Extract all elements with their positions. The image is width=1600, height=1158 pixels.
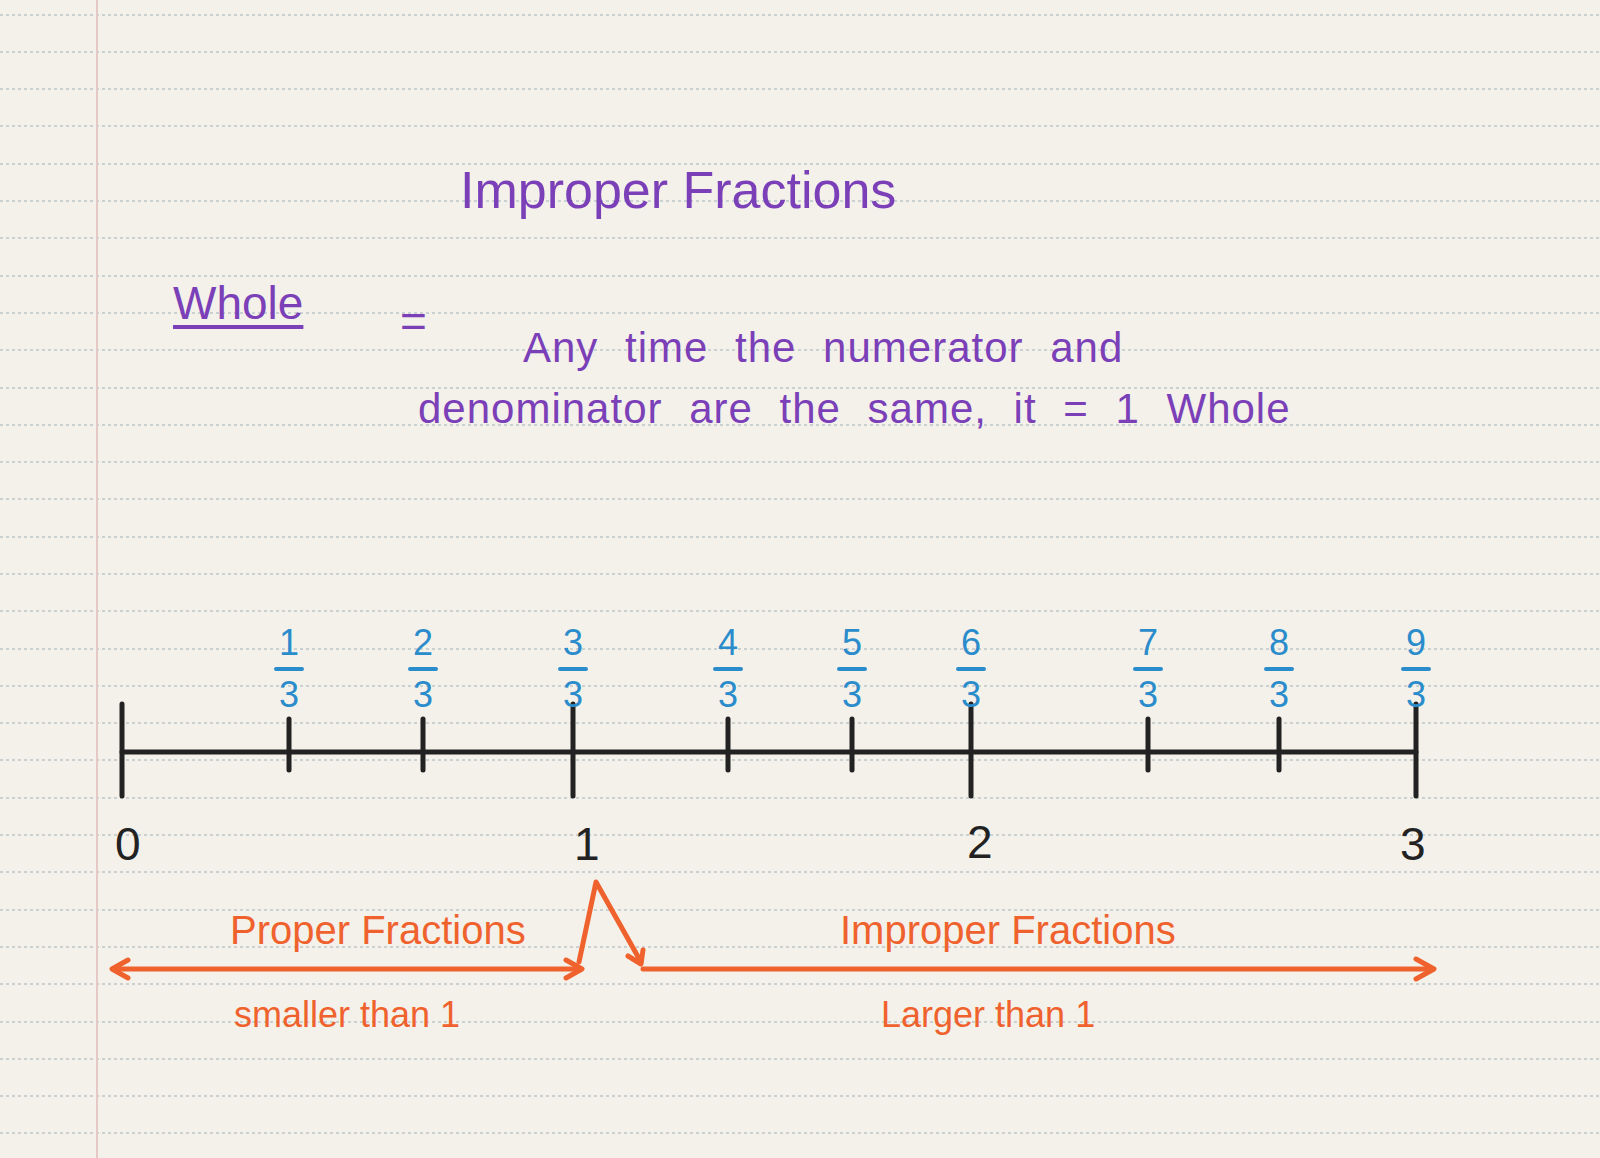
range-note: Larger than 1 [881, 993, 1095, 1036]
fraction-numerator: 4 [718, 621, 738, 664]
ruled-line [0, 275, 1600, 277]
range-arrows [112, 882, 1434, 979]
number-line [122, 704, 1416, 796]
ruled-line [0, 610, 1600, 612]
ruled-line [0, 685, 1600, 687]
fraction-numerator: 3 [563, 621, 583, 664]
fraction-bars [276, 667, 1429, 671]
ruled-line [0, 237, 1600, 239]
line-spacer [1278, 317, 1578, 378]
fraction-numerator: 2 [413, 621, 433, 664]
page-title: Improper Fractions [460, 159, 896, 221]
fraction-denominator: 3 [1269, 673, 1289, 716]
fraction-denominator: 3 [563, 673, 583, 716]
ruled-line [0, 1058, 1600, 1060]
ruled-line [0, 871, 1600, 873]
ruled-line [0, 125, 1600, 127]
axis-number: 0 [115, 817, 141, 872]
axis-number: 3 [1400, 817, 1426, 872]
fraction-denominator: 3 [842, 673, 862, 716]
range-label: Improper Fractions [840, 906, 1176, 954]
fraction-numerator: 6 [961, 621, 981, 664]
ruled-line [0, 88, 1600, 90]
fraction-denominator: 3 [961, 673, 981, 716]
fraction-denominator: 3 [279, 673, 299, 716]
fraction-numerator: 9 [1406, 621, 1426, 664]
definition-note: Any time the numerator and denominator a… [418, 317, 1578, 439]
fraction-numerator: 8 [1269, 621, 1289, 664]
axis-number: 1 [574, 817, 600, 872]
axis-number: 2 [967, 815, 993, 870]
equals-sign: = [400, 294, 427, 349]
fraction-numerator: 7 [1138, 621, 1158, 664]
ruled-line [0, 1132, 1600, 1134]
term-word: Whole [173, 276, 303, 331]
fraction-numerator: 1 [279, 621, 299, 664]
ruled-line [0, 648, 1600, 650]
ruled-line [0, 573, 1600, 575]
ruled-line [0, 536, 1600, 538]
ruled-line [0, 834, 1600, 836]
ruled-line [0, 498, 1600, 500]
ruled-lines [0, 15, 1600, 1133]
ruled-line [0, 51, 1600, 53]
ruled-line [0, 461, 1600, 463]
fraction-denominator: 3 [718, 673, 738, 716]
ruled-line [0, 983, 1600, 985]
fraction-denominator: 3 [1406, 673, 1426, 716]
margin-line [96, 0, 98, 1158]
ruled-line [0, 797, 1600, 799]
range-note: smaller than 1 [234, 993, 460, 1036]
ruled-line [0, 759, 1600, 761]
definition-text: Any time the numerator and denominator a… [418, 324, 1291, 432]
ruled-line [0, 722, 1600, 724]
fraction-numerator: 5 [842, 621, 862, 664]
fraction-denominator: 3 [413, 673, 433, 716]
range-label: Proper Fractions [230, 906, 526, 954]
ruled-line [0, 14, 1600, 16]
ruled-line [0, 1095, 1600, 1097]
fraction-denominator: 3 [1138, 673, 1158, 716]
